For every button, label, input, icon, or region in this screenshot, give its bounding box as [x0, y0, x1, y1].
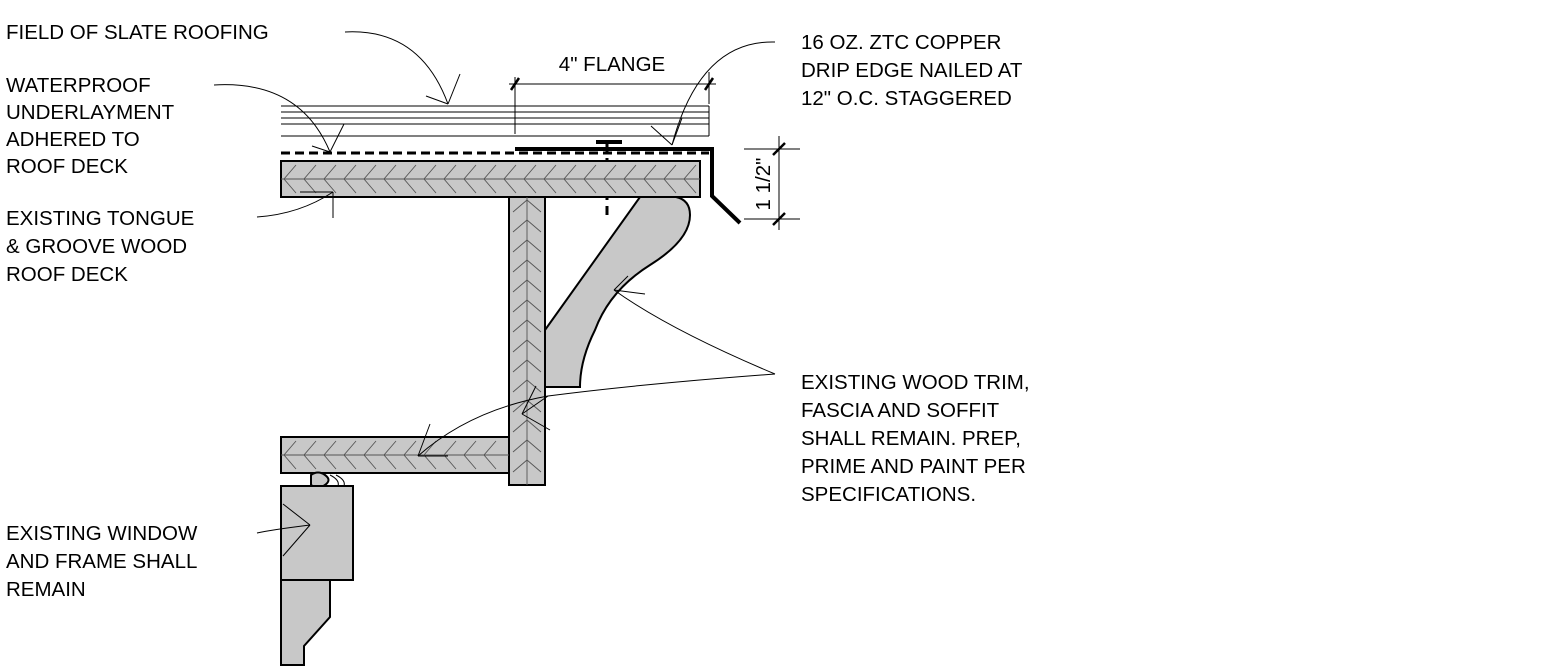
label-wood-trim: EXISTING WOOD TRIM, FASCIA AND SOFFIT SH… [801, 371, 1030, 506]
svg-text:16 OZ. ZTC COPPER: 16 OZ. ZTC COPPER [801, 31, 1001, 54]
svg-text:PRIME AND PAINT PER: PRIME AND PAINT PER [801, 455, 1026, 478]
window-frame [280, 471, 354, 666]
label-roof-deck: EXISTING TONGUE & GROOVE WOOD ROOF DECK [6, 207, 194, 286]
svg-text:ROOF DECK: ROOF DECK [6, 263, 128, 286]
svg-text:DRIP EDGE NAILED AT: DRIP EDGE NAILED AT [801, 59, 1023, 82]
svg-text:EXISTING TONGUE: EXISTING TONGUE [6, 207, 194, 230]
svg-text:SPECIFICATIONS.: SPECIFICATIONS. [801, 483, 976, 506]
svg-text:ROOF DECK: ROOF DECK [6, 155, 128, 178]
leader-lines [213, 31, 776, 557]
height-dimension-text: 1 1/2" [752, 158, 775, 211]
svg-text:UNDERLAYMENT: UNDERLAYMENT [6, 101, 175, 124]
flange-dimension-text: 4" FLANGE [559, 53, 665, 76]
label-drip-edge: 16 OZ. ZTC COPPER DRIP EDGE NAILED AT 12… [801, 31, 1023, 110]
svg-text:AND FRAME SHALL: AND FRAME SHALL [6, 550, 197, 573]
svg-text:12" O.C. STAGGERED: 12" O.C. STAGGERED [801, 87, 1012, 110]
svg-text:WATERPROOF: WATERPROOF [6, 74, 151, 97]
svg-text:& GROOVE WOOD: & GROOVE WOOD [6, 235, 187, 258]
fascia-board [508, 196, 546, 486]
svg-text:FIELD OF SLATE ROOFING: FIELD OF SLATE ROOFING [6, 21, 269, 44]
soffit-board [280, 436, 510, 474]
label-window: EXISTING WINDOW AND FRAME SHALL REMAIN [6, 522, 198, 601]
roof-deck [280, 160, 701, 198]
label-underlayment: WATERPROOF UNDERLAYMENT ADHERED TO ROOF … [6, 74, 175, 178]
label-field-of-slate: FIELD OF SLATE ROOFING [6, 21, 269, 44]
flange-dimension: 4" FLANGE [509, 53, 716, 134]
svg-text:EXISTING WOOD TRIM,: EXISTING WOOD TRIM, [801, 371, 1030, 394]
svg-text:SHALL REMAIN. PREP,: SHALL REMAIN. PREP, [801, 427, 1021, 450]
slate-roofing [281, 105, 710, 137]
svg-text:FASCIA AND SOFFIT: FASCIA AND SOFFIT [801, 399, 1000, 422]
svg-text:ADHERED TO: ADHERED TO [6, 128, 140, 151]
svg-text:EXISTING WINDOW: EXISTING WINDOW [6, 522, 198, 545]
svg-text:REMAIN: REMAIN [6, 578, 86, 601]
height-dimension: 1 1/2" [744, 136, 800, 230]
